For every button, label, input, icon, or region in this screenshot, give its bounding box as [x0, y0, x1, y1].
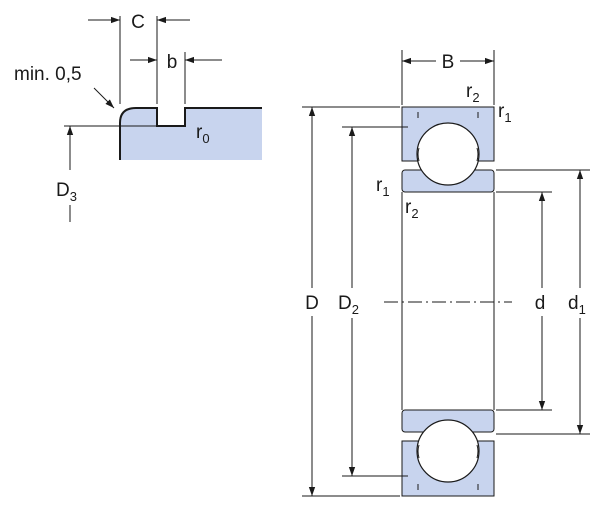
cage-bottom-right [476, 444, 479, 459]
r0-label: r0 [196, 122, 210, 146]
dim-c-label: C [131, 12, 145, 33]
dim-b-label: b [167, 52, 178, 73]
dim-d-bore: d [496, 191, 552, 411]
dim-d1-label: d1 [568, 293, 586, 317]
dim-b-width: B [401, 50, 495, 105]
dim-d-bore-label: d [535, 293, 546, 314]
d3-label: D3 [56, 180, 77, 204]
cage-top-left [417, 147, 420, 162]
r2-left-label: r2 [405, 197, 419, 221]
dim-d-outer: D [302, 106, 400, 497]
min-chamfer-arrow [93, 87, 115, 109]
dim-d2-label: D2 [338, 293, 359, 317]
bearing-section [384, 106, 512, 497]
groove-detail: C b min. 0,5 r0 D3 [14, 12, 262, 222]
dim-d1: d1 [496, 169, 590, 435]
r1-left-label: r1 [376, 175, 390, 199]
seal-grooves-top [417, 112, 479, 118]
cage-bottom-left [417, 444, 420, 459]
groove-outline [119, 107, 262, 160]
seal-grooves-bottom [417, 484, 479, 490]
r2-top-label: r2 [466, 81, 480, 105]
min-chamfer-label: min. 0,5 [14, 64, 82, 85]
dim-d-outer-label: D [305, 293, 319, 314]
groove-section [120, 108, 262, 160]
r1-top-label: r1 [498, 101, 512, 125]
dim-b-width-label: B [442, 52, 455, 73]
cage-top-right [476, 147, 479, 162]
ball-bottom [416, 419, 480, 483]
ball-top [416, 122, 480, 186]
dim-d2: D2 [338, 126, 408, 477]
